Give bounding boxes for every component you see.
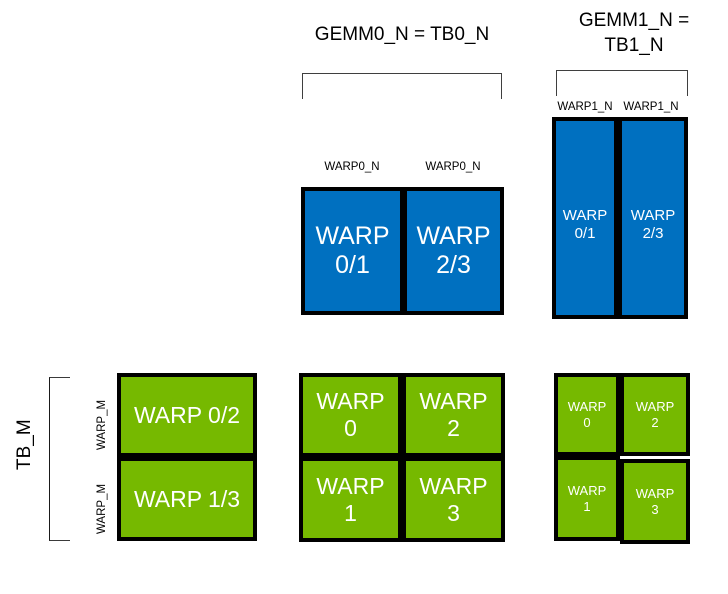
warp-m-label-bottom: WARP_M — [96, 483, 108, 534]
blue-gemm1-cell-0: WARP 0/1 — [552, 117, 618, 319]
gemm1-span-bracket — [556, 70, 688, 96]
green-gemm0-cell-3: WARP 3 — [402, 457, 505, 542]
gemm1-title: GEMM1_N = TB1_N — [578, 10, 690, 56]
warp-m-label-top: WARP_M — [96, 399, 108, 450]
warp0-n-label-left: WARP0_N — [324, 161, 380, 173]
tb-m-bracket — [49, 377, 70, 541]
gemm0-span-bracket — [302, 73, 502, 99]
blue-gemm1-cell-1: WARP 2/3 — [618, 117, 688, 319]
green-left-cell-1: WARP 1/3 — [117, 457, 257, 541]
blue-gemm0-cell-0: WARP 0/1 — [301, 187, 404, 315]
green-gemm0-cell-0: WARP 0 — [299, 373, 402, 457]
green-gemm0-cell-1: WARP 1 — [299, 457, 402, 542]
green-gemm1-cell-0: WARP 0 — [554, 373, 620, 456]
warp0-n-label-right: WARP0_N — [425, 161, 481, 173]
green-gemm1-cell-2: WARP 2 — [620, 373, 690, 456]
warp1-n-label-right: WARP1_N — [623, 101, 679, 113]
green-left-cell-0: WARP 0/2 — [117, 373, 257, 457]
green-gemm1-cell-3: WARP 3 — [620, 459, 690, 544]
green-gemm1-cell-1: WARP 1 — [554, 456, 620, 541]
gemm0-title: GEMM0_N = TB0_N — [314, 24, 490, 45]
green-gemm0-cell-2: WARP 2 — [402, 373, 505, 457]
warp1-n-label-left: WARP1_N — [557, 101, 613, 113]
blue-gemm0-cell-1: WARP 2/3 — [403, 187, 504, 315]
tb-m-label: TB_M — [14, 419, 35, 470]
